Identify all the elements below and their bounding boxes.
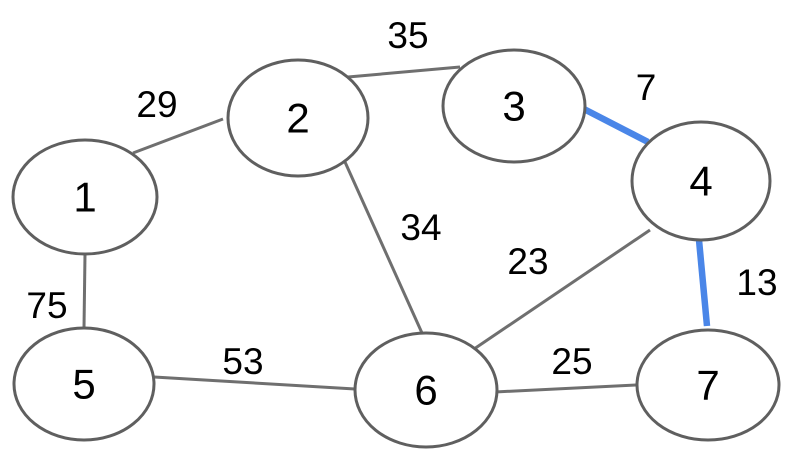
- edge-weight-2-6: 34: [400, 207, 441, 248]
- graph-node-7[interactable]: 7: [635, 328, 781, 442]
- graph-node-6[interactable]: 6: [353, 331, 499, 449]
- graph-node-4[interactable]: 4: [630, 120, 772, 242]
- graph-node-3[interactable]: 3: [441, 48, 587, 164]
- edge-1-5[interactable]: [82, 253, 87, 329]
- edge-2-6[interactable]: [343, 161, 424, 334]
- edge-6-7[interactable]: [494, 383, 638, 394]
- edge-1-2[interactable]: [132, 117, 224, 155]
- edge-weight-4-7: 13: [736, 262, 777, 303]
- node-label-2: 2: [286, 95, 309, 142]
- edge-weight-4-6: 23: [507, 241, 548, 282]
- node-label-7: 7: [696, 362, 719, 409]
- node-ellipse-6[interactable]: [353, 331, 499, 449]
- edge-4-6[interactable]: [473, 228, 651, 351]
- edge-weight-6-7: 25: [551, 341, 592, 382]
- node-label-4: 4: [689, 158, 712, 205]
- edge-weight-2-3: 35: [387, 15, 428, 56]
- edge-3-4-selected[interactable]: [580, 105, 650, 145]
- node-ellipse-1[interactable]: [11, 138, 159, 256]
- edge-weight-1-5: 75: [26, 285, 67, 326]
- edges-layer: [82, 65, 711, 394]
- edge-4-7-selected[interactable]: [695, 239, 711, 327]
- graph-node-2[interactable]: 2: [226, 58, 370, 178]
- node-ellipse-7[interactable]: [635, 328, 781, 442]
- node-label-3: 3: [502, 83, 525, 130]
- node-ellipse-4[interactable]: [630, 120, 772, 242]
- node-ellipse-3[interactable]: [441, 48, 587, 164]
- node-label-6: 6: [414, 367, 437, 414]
- edge-2-3[interactable]: [347, 65, 461, 79]
- node-ellipse-2[interactable]: [226, 58, 370, 178]
- node-label-1: 1: [73, 174, 96, 221]
- graph-node-5[interactable]: 5: [12, 326, 156, 442]
- edge-weight-5-6: 53: [222, 341, 263, 382]
- edge-5-6[interactable]: [153, 375, 356, 391]
- edge-weight-1-2: 29: [136, 84, 177, 125]
- node-label-5: 5: [72, 361, 95, 408]
- edge-weight-3-4: 7: [636, 67, 657, 108]
- graph-node-1[interactable]: 1: [11, 138, 159, 256]
- node-ellipse-5[interactable]: [12, 326, 156, 442]
